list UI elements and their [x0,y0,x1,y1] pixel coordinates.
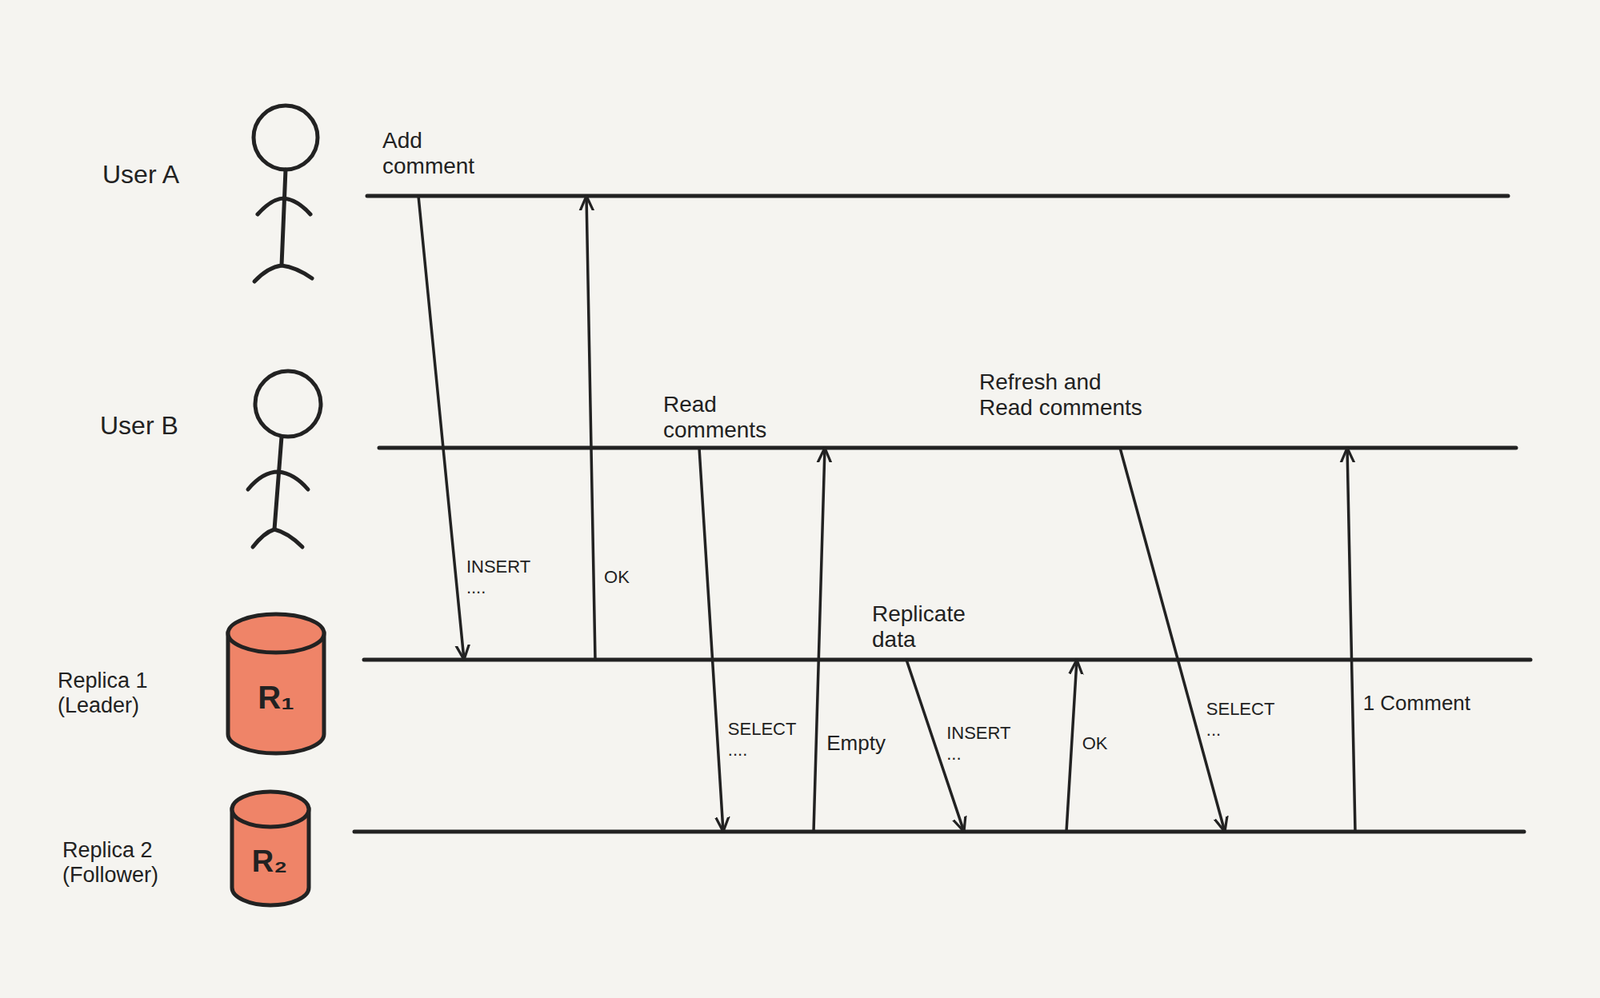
message-arrow [1120,448,1225,832]
lifeline [364,658,1531,663]
message-arrow [418,196,464,660]
replica-label: Replica 1 (Leader) [57,668,170,719]
lifeline [379,446,1516,451]
replica-label: Replica 2 (Follower) [62,838,175,888]
stick-figure [253,105,318,282]
lifeline-band: User B [48,336,1520,448]
database-cylinder [232,792,309,906]
message-arrow [1066,660,1077,832]
stick-figure [248,371,321,548]
message-arrow [699,448,724,832]
message-arrow [813,448,825,832]
annotation: Read comments [663,392,767,444]
message-arrow [906,660,964,832]
message-label: OK [601,566,632,589]
lifeline-band: User A [48,88,1520,196]
lifeline [354,830,1524,835]
annotation: Refresh and Read comments [979,369,1152,421]
message-label: INSERT .... [464,556,533,600]
cylinder-label: R₂ [252,844,288,880]
message-label: 1 Comment [1360,690,1473,717]
message-arrow [586,196,596,660]
message-label: SELECT .... [725,718,799,763]
database-cylinder [228,614,324,754]
cylinder-label: R₁ [257,679,294,716]
message-label: SELECT ... [1204,698,1277,743]
lifeline [367,194,1508,199]
message-label: INSERT ... [944,722,1013,767]
annotation: Replicate data [872,601,966,653]
actor-label: User A [102,160,180,190]
annotation: Add comment [382,128,475,180]
message-label: Empty [824,730,888,757]
message-label: OK [1080,732,1111,756]
lifeline-band: Replica 2 (Follower) R₂ [48,832,1520,980]
message-arrow [1347,448,1356,832]
lifeline-band: Replica 1 (Leader) R₁ [48,660,1520,768]
actor-label: User B [100,411,179,441]
